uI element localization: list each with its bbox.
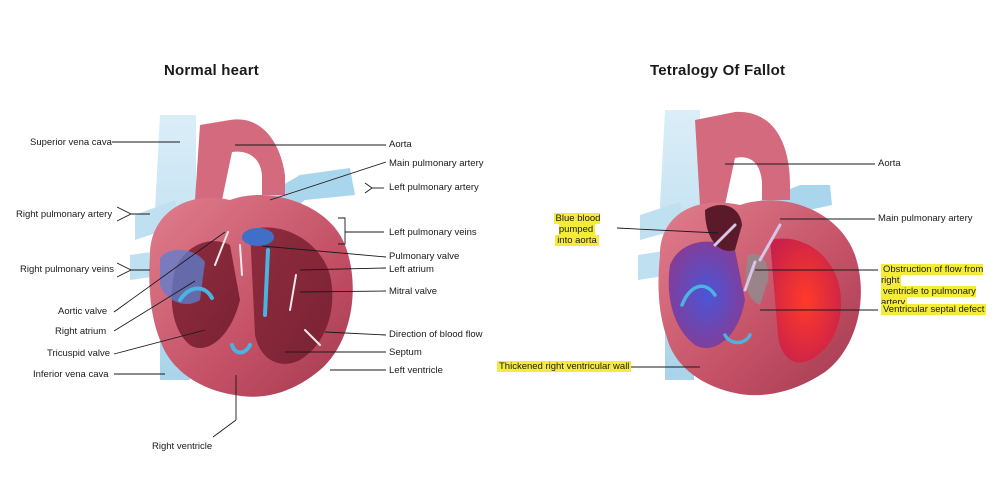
label-left-ventricle: Left ventricle (389, 365, 443, 376)
label-direction-of-blood-flow: Direction of blood flow (389, 329, 483, 340)
label-aortic-valve: Aortic valve (58, 306, 108, 317)
tof-blue-blood-line2: into aorta (555, 235, 599, 246)
normal-heart-illustration (130, 115, 355, 397)
tof-label-aorta: Aorta (878, 158, 901, 169)
tof-vsd-text: Ventricular septal defect (881, 304, 987, 315)
label-tricuspid-valve: Tricuspid valve (47, 348, 111, 359)
tof-thickened-wall-text: Thickened right ventricular wall (497, 361, 632, 372)
label-inferior-vena-cava: Inferior vena cava (33, 369, 109, 380)
label-right-ventricle: Right ventricle (152, 441, 213, 452)
label-left-pulmonary-veins: Left pulmonary veins (389, 227, 477, 238)
tof-obstruction-line1: Obstruction of flow from right (881, 264, 984, 286)
leader-lines (112, 141, 878, 438)
tof-label-obstruction: Obstruction of flow from right ventricle… (881, 264, 999, 308)
label-aorta: Aorta (389, 139, 412, 150)
tof-blue-blood-line1: Blue blood pumped (553, 213, 601, 235)
label-right-pulmonary-veins: Right pulmonary veins (20, 264, 114, 275)
label-mitral-valve: Mitral valve (389, 286, 438, 297)
label-right-atrium: Right atrium (55, 326, 107, 337)
label-left-atrium: Left atrium (389, 264, 434, 275)
label-septum: Septum (389, 347, 422, 358)
normal-heart-title: Normal heart (164, 62, 259, 79)
tof-title: Tetralogy Of Fallot (650, 62, 786, 79)
tof-label-blue-blood: Blue blood pumped into aorta (537, 213, 617, 246)
label-main-pulmonary-artery: Main pulmonary artery (389, 158, 484, 169)
tof-label-main-pulmonary-artery: Main pulmonary artery (878, 213, 973, 224)
tof-heart-illustration (638, 110, 861, 396)
label-right-pulmonary-artery: Right pulmonary artery (16, 209, 113, 220)
label-pulmonary-valve: Pulmonary valve (389, 251, 460, 262)
tof-label-thickened-wall: Thickened right ventricular wall (497, 361, 632, 372)
label-left-pulmonary-artery: Left pulmonary artery (389, 182, 479, 193)
label-superior-vena-cava: Superior vena cava (30, 137, 112, 148)
tof-label-vsd: Ventricular septal defect (881, 304, 987, 315)
